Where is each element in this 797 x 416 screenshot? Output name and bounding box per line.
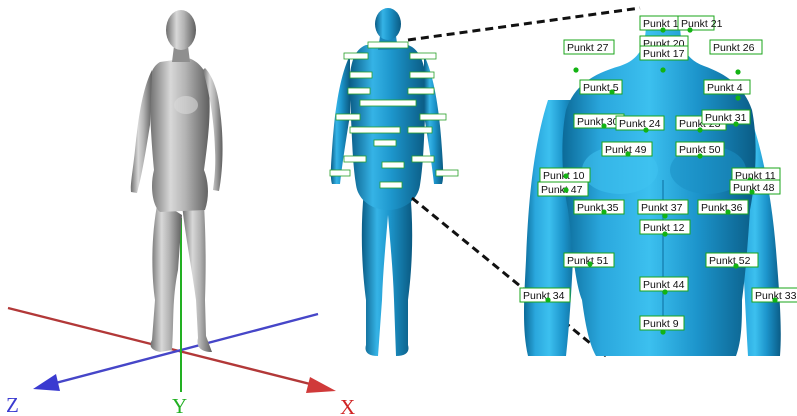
point-label: Punkt 27 xyxy=(567,42,609,54)
point-dot xyxy=(643,127,648,132)
mini-marker xyxy=(410,72,434,78)
mini-marker xyxy=(348,88,370,94)
mini-marker xyxy=(344,53,368,59)
point-marker: Punkt 33 xyxy=(752,288,797,303)
point-marker: Punkt 50 xyxy=(676,142,724,159)
point-marker: Punkt 36 xyxy=(698,200,748,215)
y-axis-label: Y xyxy=(172,394,187,416)
point-label: Punkt 31 xyxy=(705,112,747,124)
mini-marker xyxy=(380,182,402,188)
point-marker: Punkt 35 xyxy=(574,200,624,215)
point-label: Punkt 47 xyxy=(541,184,583,196)
mini-marker xyxy=(360,100,416,106)
point-dot xyxy=(697,153,702,158)
point-label: Punkt 34 xyxy=(523,290,565,302)
gray-head xyxy=(166,10,196,50)
gray-left-arm xyxy=(131,70,152,193)
x-axis-arrowhead xyxy=(306,377,336,393)
point-label: Punkt 9 xyxy=(643,318,679,330)
point-label: Punkt 52 xyxy=(709,255,751,267)
z-axis-arrowhead xyxy=(33,374,60,391)
point-dot xyxy=(601,123,606,128)
mini-marker xyxy=(336,114,360,120)
gray-chest-highlight xyxy=(174,96,198,114)
point-dot xyxy=(660,27,665,32)
point-label: Punkt 36 xyxy=(701,202,743,214)
point-dot xyxy=(545,297,550,302)
point-marker: Punkt 24 xyxy=(616,116,664,133)
point-dot xyxy=(733,263,738,268)
mini-marker xyxy=(368,42,408,48)
point-label: Punkt 21 xyxy=(681,18,723,30)
zoom-connector-top xyxy=(408,8,640,40)
x-axis-label: X xyxy=(340,395,355,416)
point-marker: Punkt 34 xyxy=(520,288,570,303)
point-dot xyxy=(733,121,738,126)
point-label: Punkt 37 xyxy=(641,202,683,214)
point-label: Punkt 24 xyxy=(619,118,661,130)
point-dot xyxy=(662,231,667,236)
point-dot xyxy=(662,289,667,294)
mini-marker xyxy=(330,170,350,176)
z-axis-line xyxy=(48,314,318,385)
point-marker: Punkt 47 xyxy=(538,182,588,196)
point-dot xyxy=(563,187,568,192)
point-dot xyxy=(587,261,592,266)
point-dot xyxy=(772,297,777,302)
point-dot xyxy=(725,209,730,214)
mini-marker xyxy=(408,88,434,94)
mini-marker xyxy=(408,127,432,133)
mini-marker xyxy=(374,140,396,146)
point-dot xyxy=(660,67,665,72)
point-dot xyxy=(749,189,754,194)
mini-marker xyxy=(350,72,372,78)
point-dot xyxy=(697,127,702,132)
point-dot xyxy=(662,213,667,218)
point-dot xyxy=(687,27,692,32)
mini-marker xyxy=(382,162,404,168)
blue-head xyxy=(375,8,401,40)
point-marker: Punkt 49 xyxy=(602,142,652,157)
gray-body-model xyxy=(131,10,223,352)
point-label: Punkt 17 xyxy=(643,48,685,60)
point-dot xyxy=(601,209,606,214)
point-label: Punkt 30 xyxy=(577,116,619,128)
point-dot xyxy=(735,69,740,74)
point-dot xyxy=(625,151,630,156)
point-dot xyxy=(563,173,568,178)
point-marker: Punkt 48 xyxy=(730,180,780,195)
point-marker: Punkt 31 xyxy=(702,110,750,127)
point-marker: Punkt 5 xyxy=(580,80,622,95)
mini-marker xyxy=(420,114,446,120)
mini-marker xyxy=(412,156,434,162)
point-marker: Punkt 21 xyxy=(678,16,723,33)
point-dot xyxy=(660,329,665,334)
z-axis-label: Z xyxy=(6,393,19,416)
point-label: Punkt 44 xyxy=(643,279,685,291)
gray-right-leg xyxy=(182,205,212,352)
gray-torso xyxy=(149,58,209,212)
mini-marker xyxy=(344,156,366,162)
point-marker: Punkt 12 xyxy=(640,220,690,237)
point-marker: Punkt 51 xyxy=(564,253,614,267)
point-label: Punkt 4 xyxy=(707,82,743,94)
mini-marker xyxy=(350,127,400,133)
gray-left-leg xyxy=(151,200,182,352)
point-dot xyxy=(735,95,740,100)
point-dot xyxy=(573,67,578,72)
point-dot xyxy=(609,89,614,94)
blue-body-model xyxy=(330,8,458,356)
mini-marker xyxy=(410,53,436,59)
mini-marker xyxy=(436,170,458,176)
point-label: Punkt 26 xyxy=(713,42,755,54)
point-marker: Punkt 26 xyxy=(710,40,762,75)
point-marker: Punkt 27 xyxy=(564,40,614,73)
point-marker: Punkt 52 xyxy=(706,253,758,269)
point-marker: Punkt 10 xyxy=(540,168,590,182)
point-label: Punkt 35 xyxy=(577,202,619,214)
blue-legs xyxy=(362,190,412,356)
